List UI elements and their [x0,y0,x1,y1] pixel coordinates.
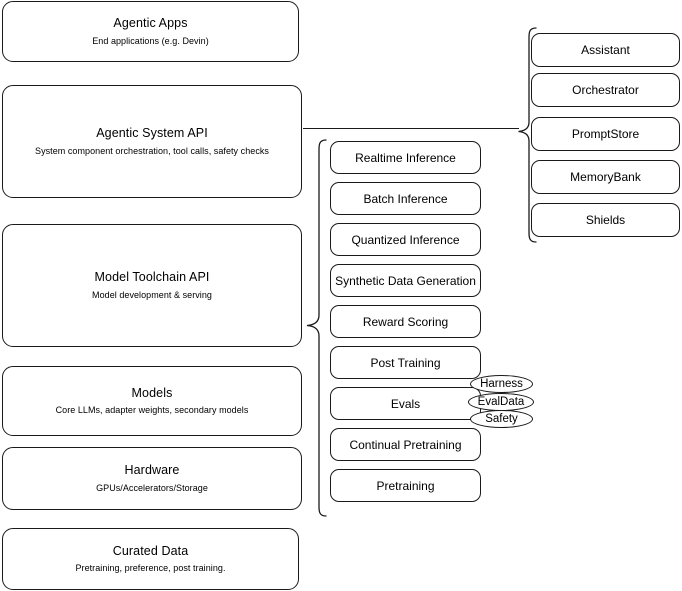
layer-model-toolchain-api[interactable]: Model Toolchain API Model development & … [2,224,302,347]
layer-title: Model Toolchain API [94,270,210,285]
layer-title: Agentic System API [96,126,208,141]
layer-subtitle: Core LLMs, adapter weights, secondary mo… [55,405,249,416]
layer-curated-data[interactable]: Curated Data Pretraining, preference, po… [2,528,299,590]
layer-title: Models [131,385,173,400]
layer-title: Agentic Apps [113,16,188,31]
component-realtime-inference[interactable]: Realtime Inference [330,141,481,174]
toolchain-brace [305,139,327,517]
layer-agentic-system-api[interactable]: Agentic System API System component orch… [2,85,302,198]
component-synthetic-data-generation[interactable]: Synthetic Data Generation [330,264,481,297]
evals-subcomponent-harness[interactable]: Harness [470,375,533,393]
evals-subcomponent-evaldata[interactable]: EvalData [468,393,534,411]
component-batch-inference[interactable]: Batch Inference [330,182,481,215]
layer-hardware[interactable]: Hardware GPUs/Accelerators/Storage [2,447,302,510]
layer-subtitle: System component orchestration, tool cal… [35,145,269,156]
component-shields[interactable]: Shields [531,203,680,237]
component-promptstore[interactable]: PromptStore [531,117,680,151]
layer-agentic-apps[interactable]: Agentic Apps End applications (e.g. Devi… [2,1,299,62]
layer-subtitle: Pretraining, preference, post training. [75,563,226,574]
component-assistant[interactable]: Assistant [531,33,680,67]
layer-subtitle: Model development & serving [92,289,212,300]
component-orchestrator[interactable]: Orchestrator [531,73,680,107]
component-reward-scoring[interactable]: Reward Scoring [330,305,481,338]
system-components-brace [517,27,537,243]
system-api-connector-line [303,128,519,129]
component-quantized-inference[interactable]: Quantized Inference [330,223,481,256]
layer-title: Hardware [124,463,180,478]
component-evals[interactable]: Evals [330,387,481,420]
layer-subtitle: GPUs/Accelerators/Storage [96,482,208,493]
component-pretraining[interactable]: Pretraining [330,469,481,502]
layer-models[interactable]: Models Core LLMs, adapter weights, secon… [2,366,302,436]
component-continual-pretraining[interactable]: Continual Pretraining [330,428,481,461]
layer-title: Curated Data [112,543,189,558]
component-post-training[interactable]: Post Training [330,346,481,379]
layer-subtitle: End applications (e.g. Devin) [92,35,209,46]
evals-subcomponent-safety[interactable]: Safety [470,410,533,428]
component-memorybank[interactable]: MemoryBank [531,160,680,194]
